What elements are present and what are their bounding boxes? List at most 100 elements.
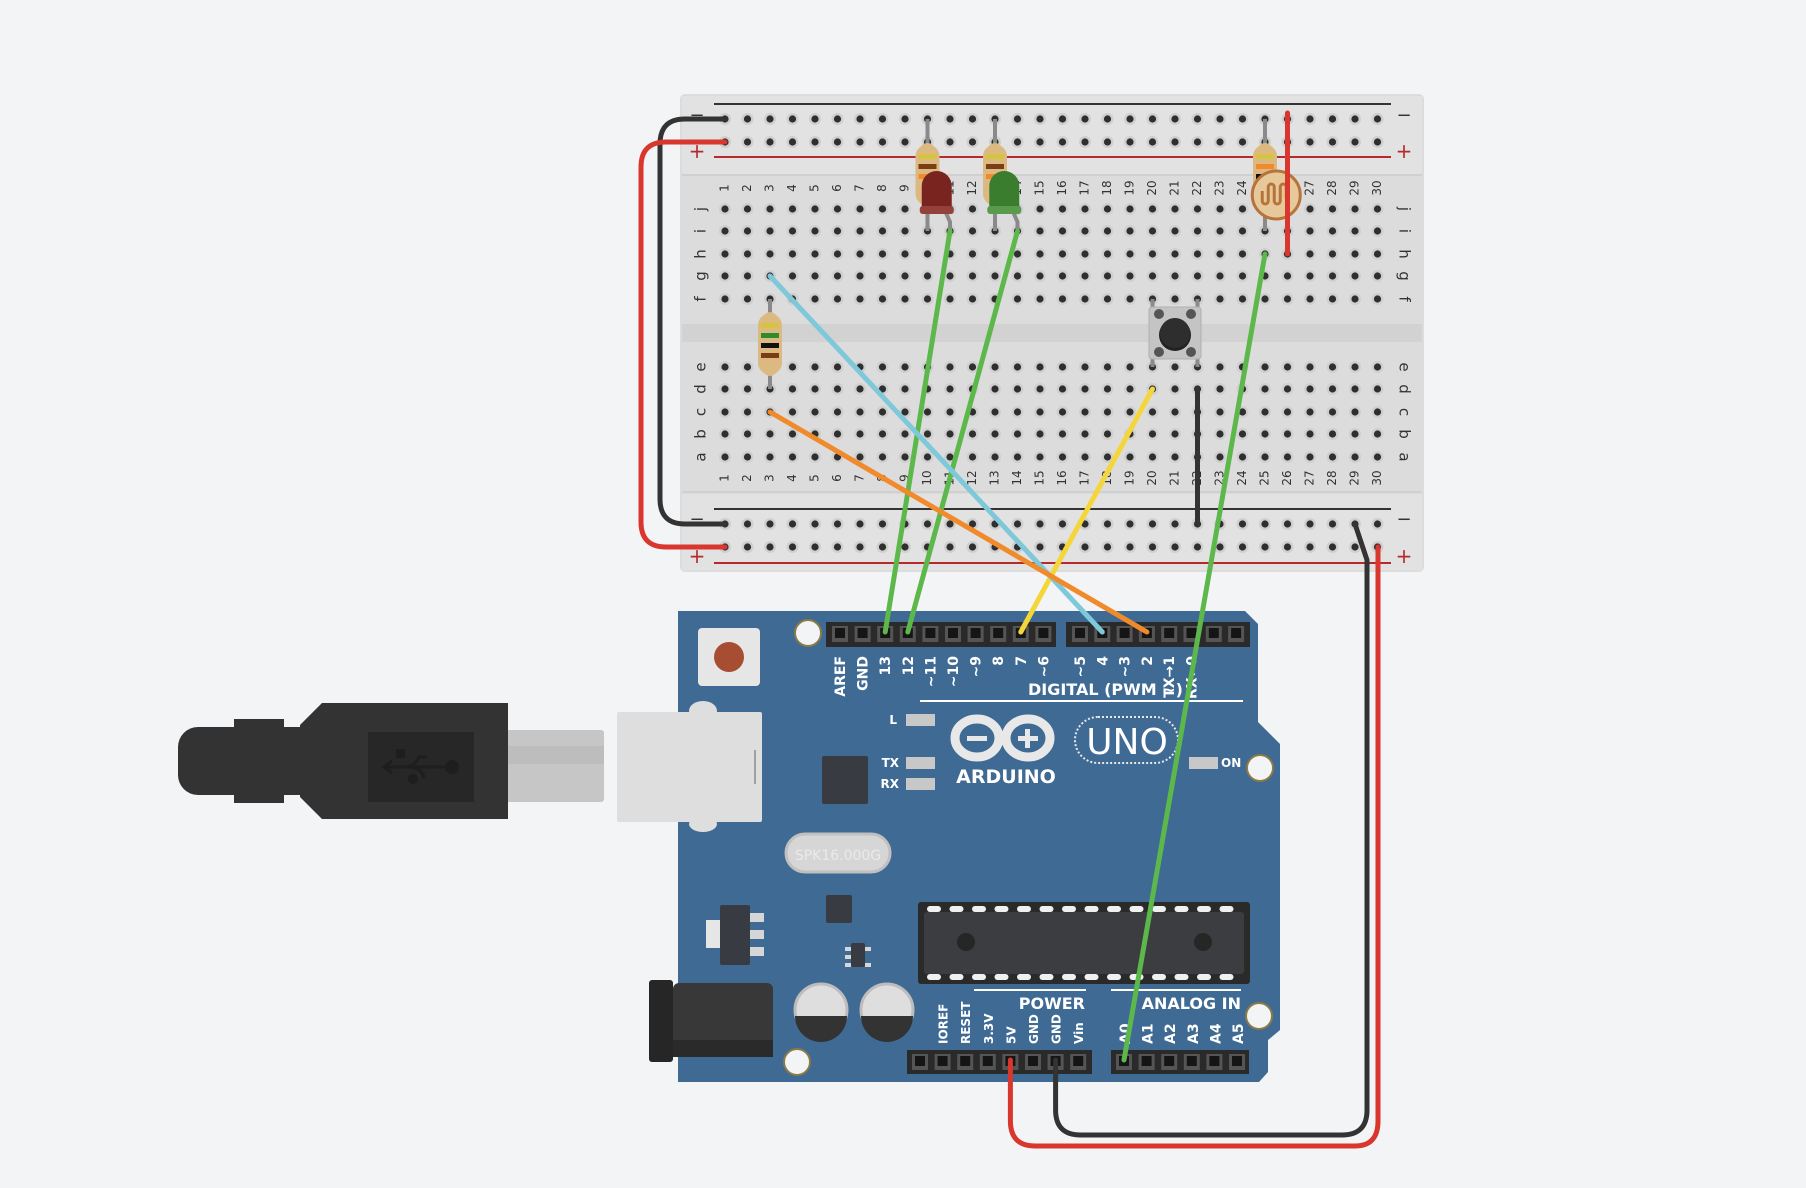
digital-pin-label: ~5 [1073, 656, 1089, 677]
hole-dot [1373, 272, 1382, 280]
resistor-band [1256, 164, 1274, 169]
hole-dot [1013, 385, 1022, 393]
hole-dot [1261, 385, 1269, 393]
hole-dot [743, 227, 752, 235]
hole-dot [1306, 363, 1314, 371]
hole-dot [1148, 272, 1157, 280]
hole-dot [1036, 272, 1044, 280]
hole-dot [1148, 138, 1157, 146]
wire-button-to-pin7[interactable] [1018, 386, 1155, 635]
row-letter: d [692, 384, 710, 394]
hole-dot [1351, 543, 1359, 551]
hole-dot [1193, 138, 1202, 146]
wire-top-gnd-to-bottom-gnd[interactable] [657, 116, 728, 527]
analog-label: ANALOG IN [1142, 994, 1241, 1013]
digital-pin-label: TX→1 [1162, 656, 1178, 698]
hole-dot [1081, 520, 1089, 528]
hole-dot [1081, 138, 1089, 146]
hole-dot [1103, 138, 1112, 146]
hole-dot [788, 138, 797, 146]
hole-dot [833, 250, 842, 258]
wire-gnd-to-rail[interactable] [1053, 521, 1370, 1138]
wire-led-green-to-pin12[interactable] [905, 228, 1020, 635]
hole-dot [1058, 272, 1067, 280]
capacitor [793, 982, 849, 1042]
pushbutton[interactable] [1148, 299, 1202, 367]
hole-dot [1171, 295, 1179, 303]
hole-dot [811, 250, 819, 258]
red-led[interactable] [919, 171, 954, 231]
hole-dot [833, 272, 842, 280]
mounting-hole [783, 1048, 811, 1076]
pin-socket [970, 628, 981, 638]
usb-cable[interactable] [178, 703, 604, 819]
resistor-band [918, 164, 937, 169]
column-number: 2 [740, 474, 754, 482]
hole-dot [1058, 295, 1067, 303]
pushbutton-resistor[interactable] [758, 299, 782, 389]
hole-dot [901, 385, 909, 393]
hole-dot [1126, 115, 1134, 123]
hole-dot [1036, 543, 1044, 551]
wire-top-5v-to-bottom-5v[interactable] [638, 139, 728, 550]
hole-dot [788, 250, 797, 258]
hole-dot [1036, 430, 1044, 438]
row-letter: b [1396, 429, 1414, 439]
analog-header [1111, 1050, 1249, 1074]
hole-dot [1261, 520, 1269, 528]
reset-button[interactable] [698, 628, 760, 686]
hole-dot [946, 138, 954, 146]
green-led[interactable] [987, 171, 1022, 231]
hole-dot [1103, 295, 1112, 303]
wire-ldr-to-a0[interactable] [1121, 251, 1268, 1063]
capacitor [859, 982, 915, 1042]
column-number: 26 [1280, 470, 1294, 485]
hole-dot [901, 227, 909, 235]
hole-dot [946, 115, 954, 123]
chip-pin [1062, 974, 1076, 980]
dc-power-jack [649, 980, 773, 1062]
hole-dot [1306, 138, 1314, 146]
column-number: 19 [1123, 470, 1137, 485]
column-number: 22 [1190, 180, 1204, 195]
hole-dot [788, 363, 797, 371]
hole-dot [856, 520, 864, 528]
hole-dot [766, 227, 774, 235]
hole-dot [1036, 205, 1044, 213]
column-number: 14 [1010, 470, 1024, 485]
digital-pin-label: ~3 [1118, 656, 1134, 677]
digital-pin-label: 7 [1014, 656, 1030, 666]
hole-dot [1283, 430, 1292, 438]
hole-dot [1238, 138, 1247, 146]
hole-dot [878, 520, 887, 528]
hole-dot [833, 205, 842, 213]
hole-dot [788, 205, 797, 213]
column-number: 13 [988, 470, 1002, 485]
arduino-uno-board[interactable]: SPK16.000G [617, 611, 1280, 1082]
hole-dot [1283, 385, 1292, 393]
hole-dot [991, 408, 999, 416]
hole-dot [1036, 408, 1044, 416]
hole-dot [743, 453, 752, 461]
hole-dot [1351, 295, 1359, 303]
hole-dot [1328, 227, 1337, 235]
column-number: 15 [1033, 470, 1047, 485]
hole-dot [721, 453, 729, 461]
hole-dot [1013, 453, 1022, 461]
hole-dot [1081, 205, 1089, 213]
hole-dot [1193, 205, 1202, 213]
hole-dot [878, 543, 887, 551]
hole-dot [743, 250, 752, 258]
rail-minus-label: − [1396, 105, 1411, 126]
hole-dot [1373, 115, 1382, 123]
wire-c3-to-pin2[interactable] [767, 409, 1150, 635]
wire-5v-to-rail[interactable] [1007, 544, 1381, 1149]
hole-dot [946, 453, 954, 461]
breadboard[interactable]: − + − + − + − + 112233445566778899101011… [680, 94, 1424, 572]
column-number: 17 [1078, 470, 1092, 485]
column-number: 5 [808, 474, 822, 482]
hole-dot [1373, 250, 1382, 258]
crystal-label: SPK16.000G [795, 848, 881, 864]
voltage-regulator [720, 905, 750, 965]
